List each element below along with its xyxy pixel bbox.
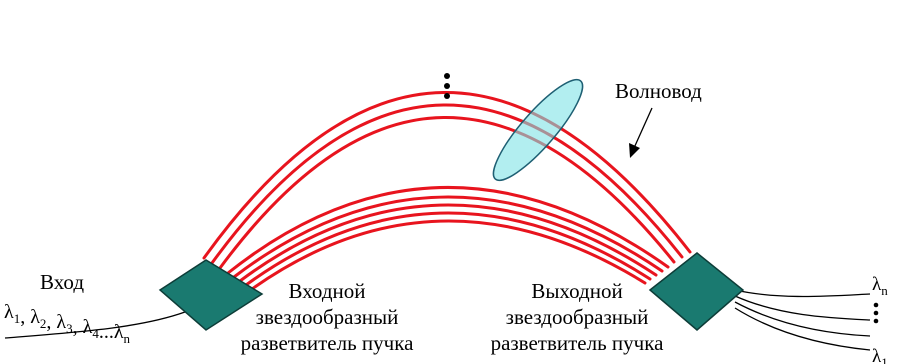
input-title: Вход: [40, 270, 84, 294]
waveguide-arc: [238, 203, 658, 283]
waveguide-arc: [226, 186, 670, 275]
waveguide-arc: [210, 103, 684, 265]
input-coupler-line3: разветвитель пучка: [241, 331, 415, 355]
waveguide-label: Волновод: [615, 79, 702, 103]
output-lambda-n: λn: [872, 274, 888, 298]
waveguide-cross-section: [492, 78, 584, 182]
output-coupler-line3: разветвитель пучка: [491, 331, 665, 355]
output-lambda-1: λ1: [872, 346, 888, 364]
waveguide-array: [202, 91, 692, 291]
waveguide-arc: [218, 116, 676, 270]
input-coupler-line1: Входной: [289, 279, 366, 303]
waveguide-arc: [202, 91, 692, 260]
output-star-coupler: [648, 252, 745, 331]
input-fiber: [4, 311, 186, 339]
output-coupler-line2: звездообразный: [506, 305, 649, 329]
input-coupler-line2: звездообразный: [256, 305, 399, 329]
input-wavelengths: λ1, λ2, λ3, λ4...λn: [4, 301, 131, 346]
waveguide-arc: [250, 219, 647, 291]
output-fibers: [734, 289, 871, 351]
more-waveguides-dots: [444, 73, 450, 99]
output-coupler-line1: Выходной: [531, 279, 622, 303]
output-dots: [873, 302, 879, 324]
waveguide-arc: [232, 195, 664, 279]
input-star-coupler: [158, 259, 264, 331]
waveguide-label-arrow: [629, 107, 653, 158]
waveguide-arc: [244, 211, 652, 287]
